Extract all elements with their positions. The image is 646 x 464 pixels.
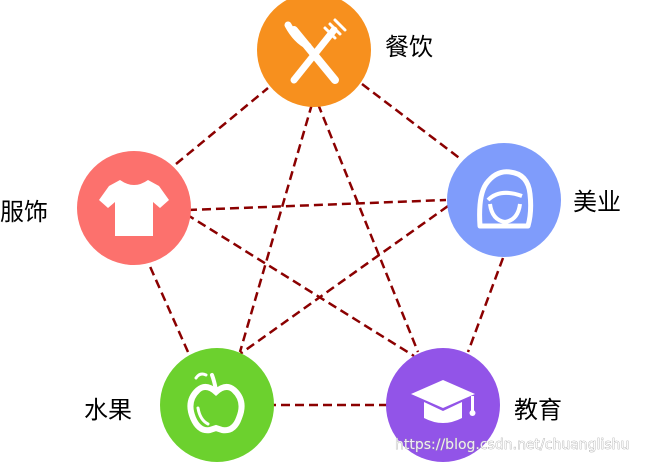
edge-clothing-food [175,87,269,165]
edge-food-beauty [361,83,463,161]
node-education: 教育 [386,348,562,462]
beauty-label: 美业 [573,188,621,216]
node-food: 餐饮 [257,0,433,107]
node-beauty: 美业 [447,143,621,257]
clothing-label: 服饰 [0,198,48,226]
edge-fruit-clothing [146,261,190,353]
fruit-label: 水果 [84,396,132,424]
food-label: 餐饮 [385,33,433,61]
node-fruit: 水果 [84,348,274,462]
edge-food-fruit [238,103,314,353]
node-clothing: 服饰 [0,151,191,265]
edge-clothing-education [185,212,415,358]
watermark-text: https://blog.csdn.net/chuanglishu [395,437,629,453]
beauty-circle [447,143,561,257]
tshirt-icon [99,180,169,236]
edge-food-education [316,103,420,353]
edge-beauty-fruit [239,204,449,356]
fruit-circle [160,348,274,462]
apple-icon [187,372,245,434]
graduation-cap-icon [411,380,476,423]
connector-lines [146,83,505,407]
education-label: 教育 [514,396,562,424]
edge-clothing-beauty [187,198,447,212]
edge-beauty-education [466,257,505,353]
fork-knife-icon [284,18,347,84]
woman-face-icon [477,169,534,229]
